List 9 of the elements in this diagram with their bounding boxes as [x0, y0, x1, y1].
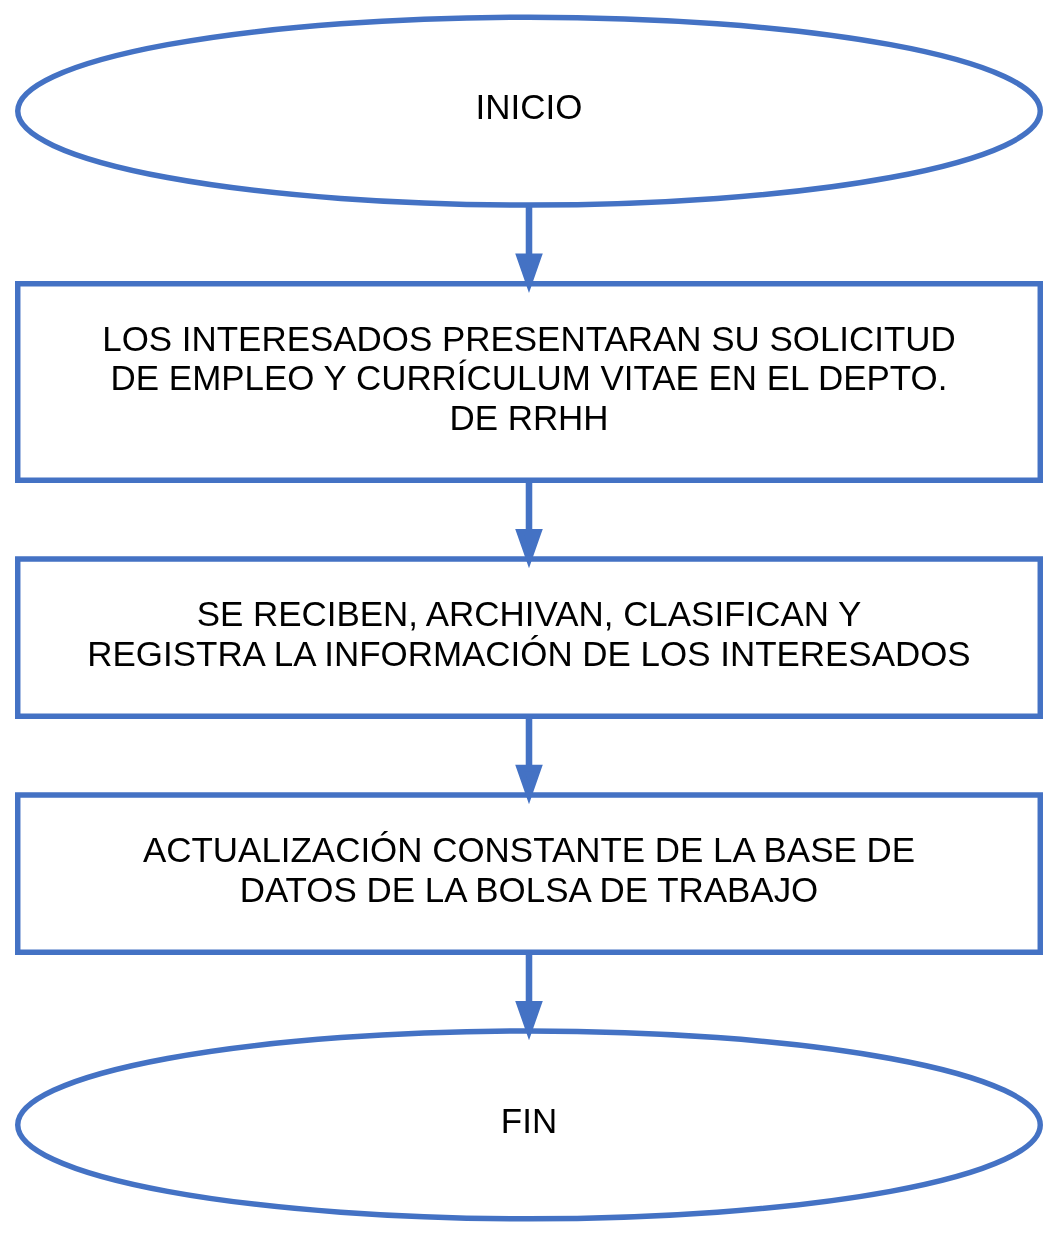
arrow: [515, 716, 543, 805]
node-ellipse: INICIO: [15, 14, 1043, 208]
arrow: [515, 480, 543, 569]
node-box: ACTUALIZACIÓN CONSTANTE DE LA BASE DE DATOS DE LA BOLSA DE TRABAJO: [15, 792, 1043, 955]
node-ellipse: FIN: [15, 1028, 1043, 1222]
node-box: SE RECIBEN, ARCHIVAN, CLASIFICAN Y REGISTRA LA INFORMACIÓN DE LOS INTERESADOS: [15, 556, 1043, 720]
node-box: LOS INTERESADOS PRESENTARAN SU SOLICITUD DE EMPLEO Y CURRÍCULUM VITAE EN EL DEPTO. DE RRHH: [15, 280, 1043, 484]
arrow: [515, 205, 543, 293]
arrow: [515, 952, 543, 1041]
